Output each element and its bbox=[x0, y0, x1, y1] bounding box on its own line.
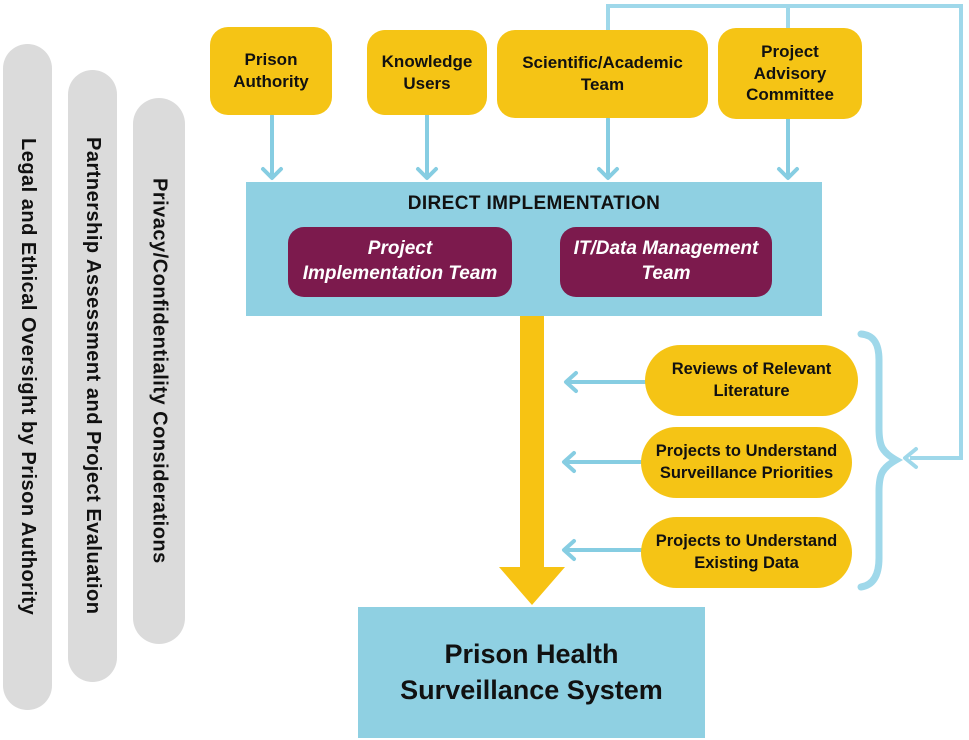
down-arrow-knowledge-users-icon bbox=[416, 113, 438, 180]
stakeholder-scientific-academic-team: Scientific/Academic Team bbox=[497, 30, 708, 118]
side-project-label: Reviews of Relevant Literature bbox=[671, 360, 832, 400]
stakeholder-project-advisory-committee: Project Advisory Committee bbox=[718, 28, 862, 119]
direct-implementation-box: DIRECT IMPLEMENTATION Project Implementa… bbox=[246, 182, 822, 316]
outcome-label: Prison Health Surveillance System bbox=[400, 639, 663, 705]
team-label: Project Implementation Team bbox=[302, 238, 498, 284]
side-project-label: Projects to Understand Surveillance Prio… bbox=[655, 442, 838, 482]
left-arrow-priorities-icon bbox=[562, 451, 643, 473]
team-it-data-management: IT/Data Management Team bbox=[560, 227, 772, 297]
side-project-reviews-literature: Reviews of Relevant Literature bbox=[645, 345, 858, 416]
down-arrow-scientific-academic-icon bbox=[597, 117, 619, 180]
stakeholder-label: Knowledge Users bbox=[381, 51, 473, 93]
down-arrow-project-advisory-icon bbox=[777, 117, 799, 180]
side-project-existing-data: Projects to Understand Existing Data bbox=[641, 517, 852, 588]
stakeholder-label: Project Advisory Committee bbox=[746, 41, 834, 105]
rail-label: Privacy/Confidentiality Considerations bbox=[148, 178, 171, 564]
rail-legal-ethical-oversight: Legal and Ethical Oversight by Prison Au… bbox=[3, 44, 52, 710]
side-project-surveillance-priorities: Projects to Understand Surveillance Prio… bbox=[641, 427, 852, 498]
team-label: IT/Data Management Team bbox=[573, 238, 759, 284]
down-arrow-prison-authority-icon bbox=[261, 114, 283, 180]
feedback-arrowhead-icon bbox=[903, 447, 918, 469]
rail-label: Partnership Assessment and Project Evalu… bbox=[82, 137, 104, 615]
direct-implementation-title: DIRECT IMPLEMENTATION bbox=[407, 193, 661, 214]
stakeholder-label: Scientific/Academic Team bbox=[522, 53, 683, 94]
stakeholder-prison-authority: Prison Authority bbox=[210, 27, 332, 115]
curly-brace-icon bbox=[857, 330, 904, 591]
left-arrow-existing-data-icon bbox=[562, 539, 643, 561]
stakeholder-knowledge-users: Knowledge Users bbox=[367, 30, 487, 115]
rail-partnership-assessment: Partnership Assessment and Project Evalu… bbox=[68, 70, 117, 682]
rail-label: Legal and Ethical Oversight by Prison Au… bbox=[17, 138, 39, 616]
side-project-label: Projects to Understand Existing Data bbox=[655, 532, 838, 572]
stakeholder-down-arrows bbox=[261, 113, 799, 180]
left-arrow-reviews-icon bbox=[564, 371, 647, 393]
big-down-arrow-icon bbox=[499, 316, 565, 605]
side-project-left-arrows bbox=[562, 371, 647, 561]
rail-privacy-confidentiality: Privacy/Confidentiality Considerations bbox=[133, 98, 185, 644]
team-project-implementation: Project Implementation Team bbox=[288, 227, 512, 297]
outcome-prison-health-surveillance-system: Prison Health Surveillance System bbox=[358, 607, 705, 738]
stakeholder-label: Prison Authority bbox=[233, 50, 309, 91]
